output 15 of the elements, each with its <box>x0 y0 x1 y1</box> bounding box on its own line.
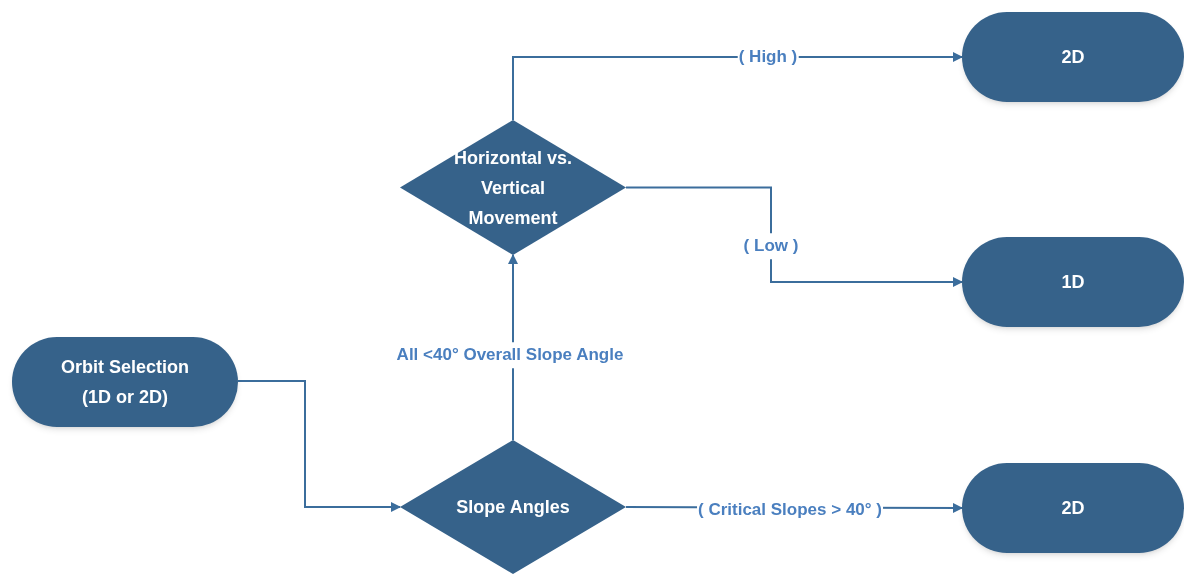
terminal-pill <box>962 237 1184 327</box>
node-label: Horizontal vs. Vertical Movement <box>453 146 573 230</box>
node-label: Orbit Selection (1D or 2D) <box>60 356 190 409</box>
arrow <box>625 186 963 287</box>
edge-label: ( Low ) <box>742 233 800 259</box>
decision-diamond <box>400 120 626 255</box>
terminal-pill <box>962 463 1184 553</box>
edge-label: All <40° Overall Slope Angle <box>395 342 625 368</box>
node-label: 2D <box>1061 497 1085 520</box>
node-label: Slope Angles <box>456 496 570 519</box>
terminal-pill <box>962 12 1184 102</box>
arrow <box>237 380 401 512</box>
node-label: 2D <box>1061 46 1085 69</box>
decision-diamond <box>400 440 626 574</box>
node-label: 1D <box>1061 271 1085 294</box>
